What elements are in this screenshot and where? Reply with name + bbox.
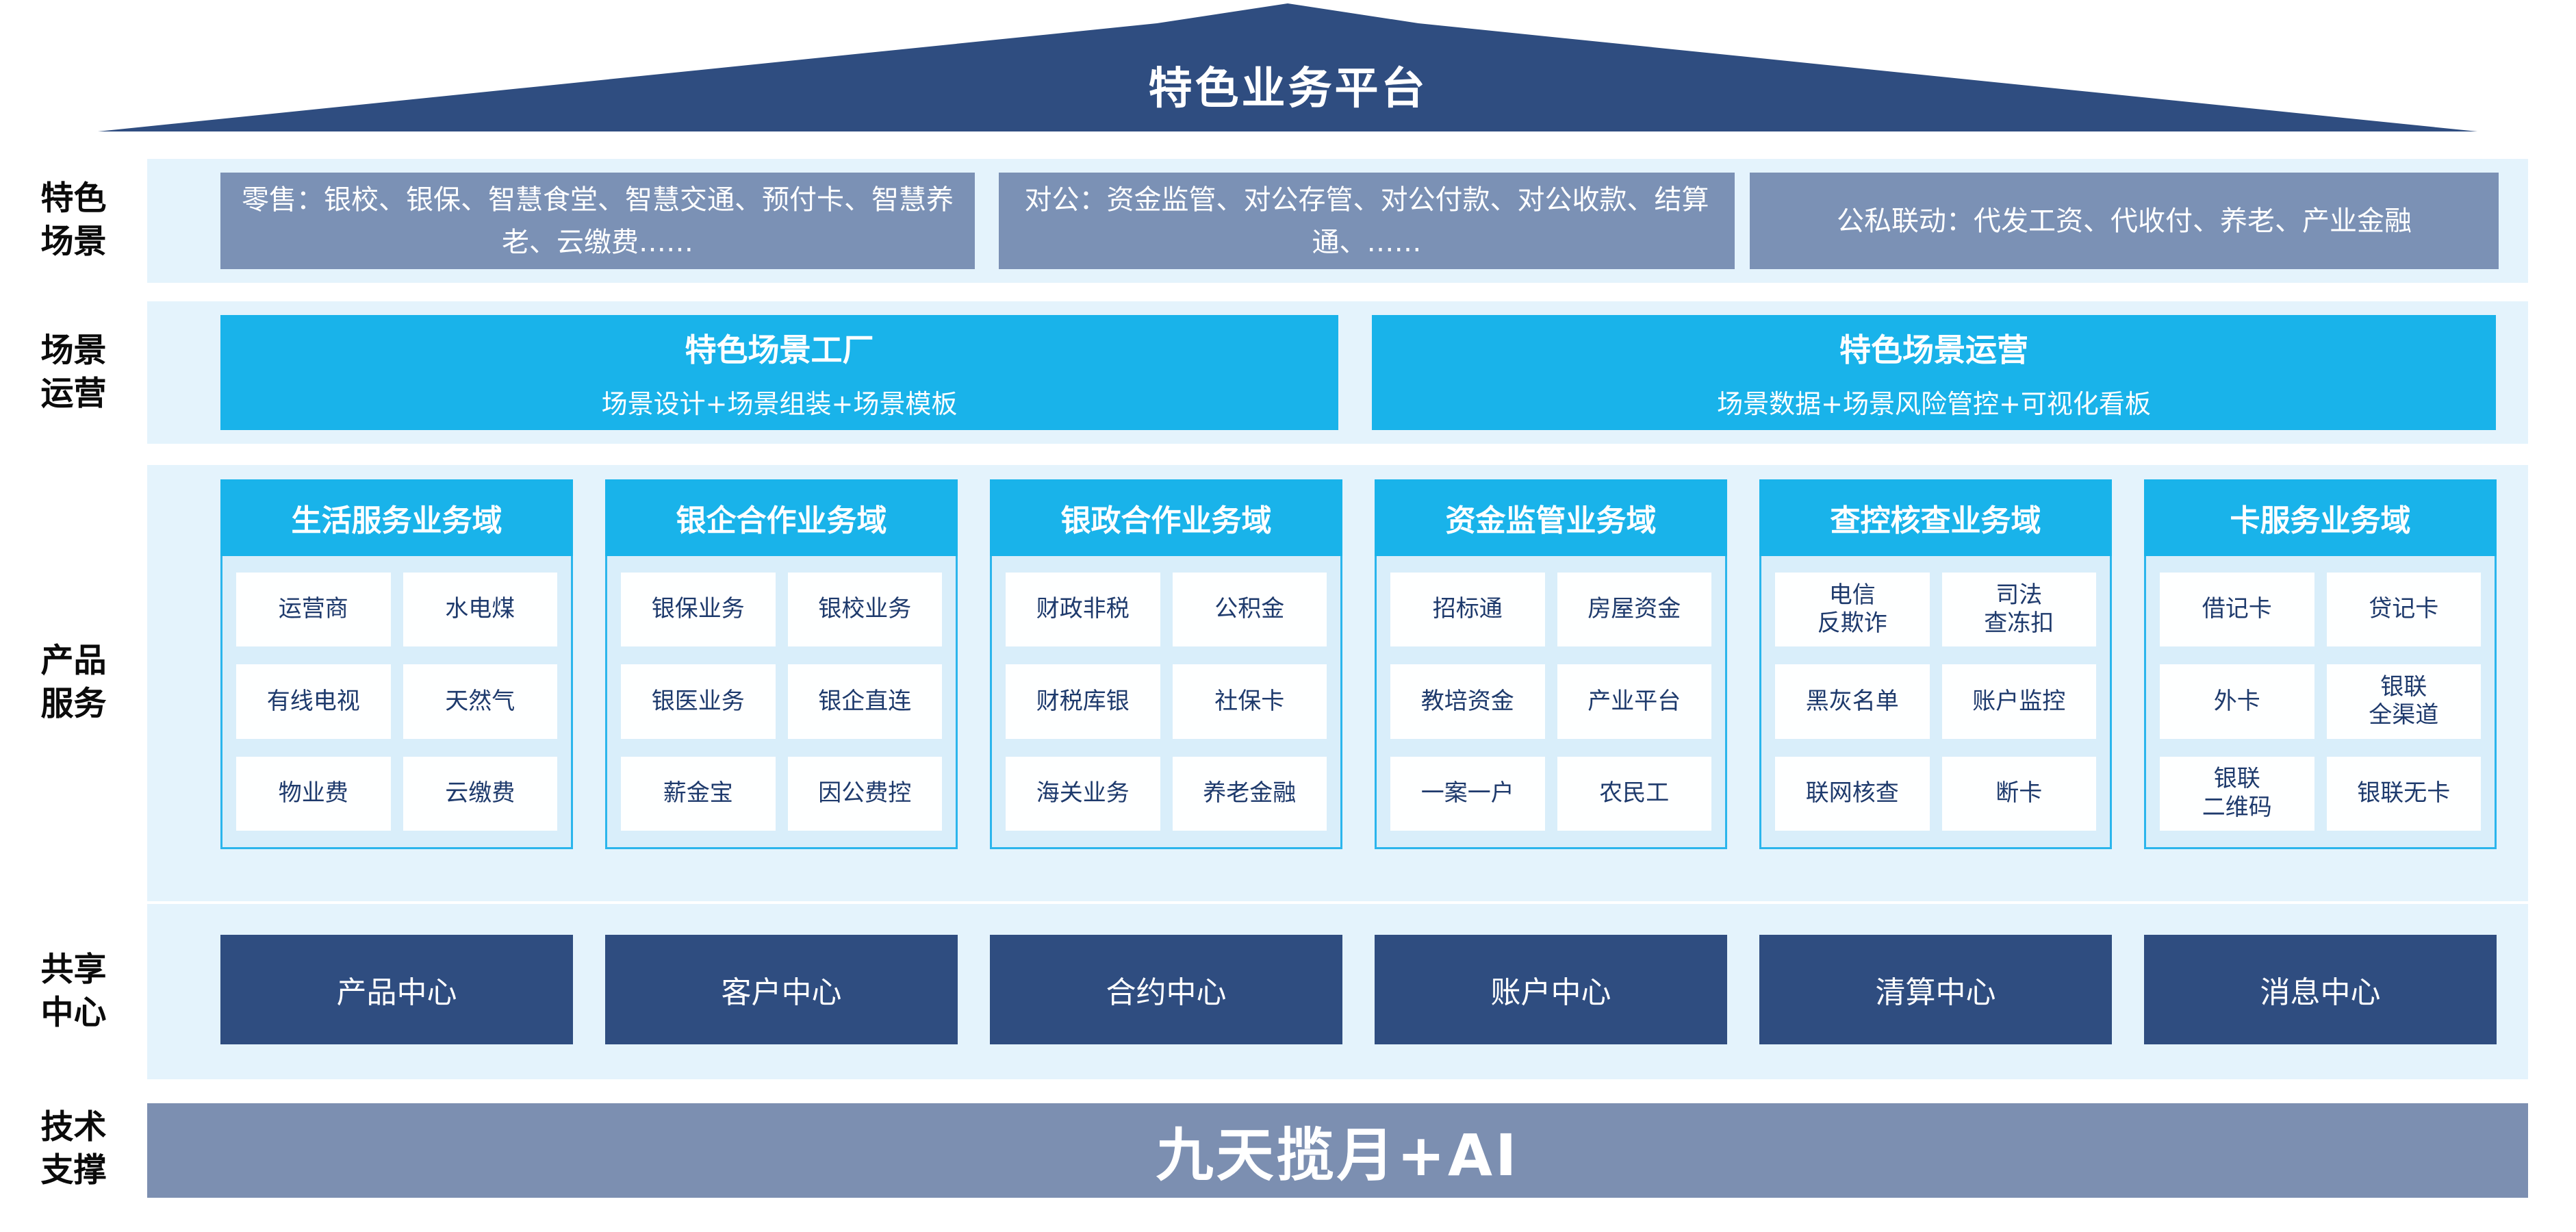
domain-item-card: 水电煤 [403,573,557,647]
domain-body: 借记卡贷记卡外卡银联 全渠道银联 二维码银联无卡 [2144,556,2497,849]
operations-band: 特色场景工厂场景设计+场景组装+场景模板特色场景运营场景数据+场景风险管控+可视… [147,301,2528,444]
platform-title: 特色业务平台 [1148,64,1428,114]
domain-item-card: 断卡 [1941,756,2096,831]
domain-column: 银企合作业务域银保业务银校业务银医业务银企直连薪金宝因公费控 [605,479,958,849]
domain-header: 查控核查业务域 [1759,479,2112,556]
domain-item-card: 云缴费 [403,756,557,831]
domain-item-card: 公积金 [1172,573,1327,647]
domain-item-card: 银保业务 [621,573,776,647]
row-label-scenes: 特色 场景 [40,179,107,261]
operation-box: 特色场景工厂场景设计+场景组装+场景模板 [220,315,1338,430]
domain-item-card: 借记卡 [2160,573,2314,647]
row-label-operations: 场景 运营 [40,331,107,413]
domain-body: 电信 反欺诈司法 查冻扣黑灰名单账户监控联网核查断卡 [1759,556,2112,849]
domain-item-card: 银校业务 [787,573,942,647]
domain-column: 生活服务业务域运营商水电煤有线电视天然气物业费云缴费 [220,479,573,849]
domain-body: 运营商水电煤有线电视天然气物业费云缴费 [220,556,573,849]
roof-shape [98,3,2477,131]
domain-item-card: 一案一户 [1390,756,1545,831]
center-box: 产品中心 [220,935,573,1044]
centers-band: 产品中心客户中心合约中心账户中心清算中心消息中心 [147,904,2528,1079]
domain-item-card: 物业费 [236,756,391,831]
domain-item-card: 海关业务 [1006,756,1160,831]
domain-item-card: 银联无卡 [2326,756,2481,831]
operation-box: 特色场景运营场景数据+场景风险管控+可视化看板 [1372,315,2496,430]
operation-box-title: 特色场景运营 [1839,331,2028,368]
domain-item-card: 产业平台 [1557,664,1711,739]
domain-item-card: 财税库银 [1006,664,1160,739]
center-box: 客户中心 [605,935,958,1044]
domain-item-card: 外卡 [2160,664,2314,739]
domain-column: 查控核查业务域电信 反欺诈司法 查冻扣黑灰名单账户监控联网核查断卡 [1759,479,2112,849]
domain-item-card: 财政非税 [1006,573,1160,647]
domain-item-card: 天然气 [403,664,557,739]
domain-item-card: 银企直连 [787,664,942,739]
domain-item-card: 薪金宝 [621,756,776,831]
domain-column: 卡服务业务域借记卡贷记卡外卡银联 全渠道银联 二维码银联无卡 [2144,479,2497,849]
domain-item-card: 招标通 [1390,573,1545,647]
domain-header: 资金监管业务域 [1375,479,1727,556]
domain-header: 卡服务业务域 [2144,479,2497,556]
domain-item-card: 有线电视 [236,664,391,739]
domain-item-card: 养老金融 [1172,756,1327,831]
domain-body: 财政非税公积金财税库银社保卡海关业务养老金融 [990,556,1342,849]
domain-body: 银保业务银校业务银医业务银企直连薪金宝因公费控 [605,556,958,849]
center-box: 消息中心 [2144,935,2497,1044]
domain-item-card: 黑灰名单 [1775,664,1930,739]
domain-item-card: 银联 全渠道 [2326,664,2481,739]
domain-item-card: 运营商 [236,573,391,647]
domain-item-card: 贷记卡 [2326,573,2481,647]
domain-column: 银政合作业务域财政非税公积金财税库银社保卡海关业务养老金融 [990,479,1342,849]
domain-column: 资金监管业务域招标通房屋资金教培资金产业平台一案一户农民工 [1375,479,1727,849]
row-label-products: 产品 服务 [40,641,107,723]
domain-body: 招标通房屋资金教培资金产业平台一案一户农民工 [1375,556,1727,849]
domain-item-card: 房屋资金 [1557,573,1711,647]
center-box: 账户中心 [1375,935,1727,1044]
domain-item-card: 教培资金 [1390,664,1545,739]
operation-box-title: 特色场景工厂 [685,331,874,368]
tech-banner: 九天揽月+AI [147,1103,2528,1198]
domain-item-card: 因公费控 [787,756,942,831]
scene-box: 公私联动：代发工资、代收付、养老、产业金融 [1750,173,2499,269]
domain-item-card: 司法 查冻扣 [1941,573,2096,647]
domain-item-card: 社保卡 [1172,664,1327,739]
domain-header: 生活服务业务域 [220,479,573,556]
domain-item-card: 农民工 [1557,756,1711,831]
domain-item-card: 银医业务 [621,664,776,739]
domain-item-card: 电信 反欺诈 [1775,573,1930,647]
center-box: 清算中心 [1759,935,2112,1044]
operation-box-subtitle: 场景数据+场景风险管控+可视化看板 [1717,388,2151,419]
row-label-tech: 技术 支撑 [40,1107,107,1190]
domain-item-card: 联网核查 [1775,756,1930,831]
domain-header: 银企合作业务域 [605,479,958,556]
row-label-centers: 共享 中心 [40,950,107,1032]
scene-band: 零售：银校、银保、智慧食堂、智慧交通、预付卡、智慧养老、云缴费……对公：资金监管… [147,159,2528,283]
products-band: 生活服务业务域运营商水电煤有线电视天然气物业费云缴费银企合作业务域银保业务银校业… [147,465,2528,901]
center-box: 合约中心 [990,935,1342,1044]
scene-box: 对公：资金监管、对公存管、对公付款、对公收款、结算通、…… [999,173,1735,269]
domain-item-card: 银联 二维码 [2160,756,2314,831]
scene-box: 零售：银校、银保、智慧食堂、智慧交通、预付卡、智慧养老、云缴费…… [220,173,975,269]
domain-item-card: 账户监控 [1941,664,2096,739]
domain-header: 银政合作业务域 [990,479,1342,556]
operation-box-subtitle: 场景设计+场景组装+场景模板 [601,388,958,419]
